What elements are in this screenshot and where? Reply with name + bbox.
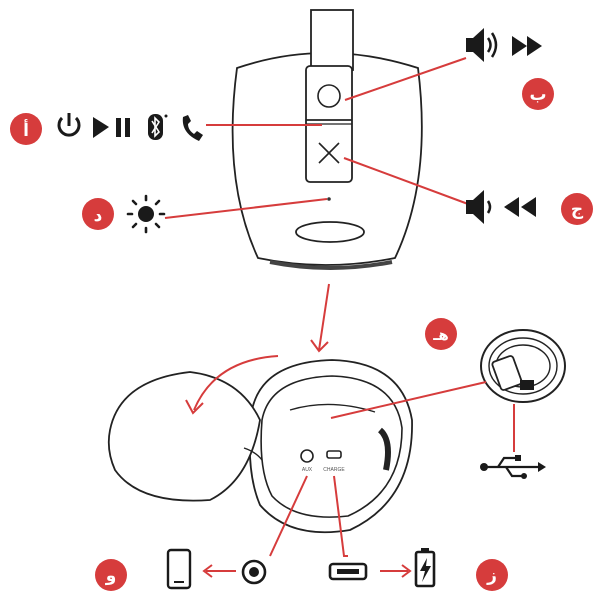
battery-charging-icon [414, 548, 436, 588]
circle-button[interactable] [317, 84, 341, 108]
speaker-open-base [248, 359, 413, 534]
speaker-bottom-slot [295, 221, 365, 243]
aux-jack-icon [241, 559, 267, 585]
light-sensor-dot [327, 197, 331, 201]
usb-icon [480, 455, 546, 479]
play-icon [93, 117, 109, 138]
callout-lines-bottom [202, 475, 412, 578]
bluetooth-icon [148, 114, 168, 140]
aux-port-label: AUX [302, 467, 313, 473]
badge-d: د [82, 198, 114, 230]
badge-w-label: و [105, 566, 117, 586]
badge-z: ز [476, 559, 508, 591]
phone-icon [182, 115, 203, 141]
pause-icon [116, 118, 130, 137]
badge-d-label: د [94, 206, 103, 226]
badge-b-label: ب [529, 85, 546, 105]
lid-open-arrow [185, 355, 279, 415]
sun-icon [126, 194, 166, 234]
speaker-quiet-icon [466, 190, 492, 224]
down-arrow [310, 283, 330, 353]
x-button[interactable] [318, 142, 340, 164]
power-icon [57, 113, 81, 137]
fast-forward-icon [512, 36, 542, 56]
charge-port-label: CHARGE [323, 467, 345, 473]
badge-w: و [95, 559, 127, 591]
badge-a: أ [10, 113, 42, 145]
badge-j: ج [561, 193, 593, 225]
rewind-icon [504, 197, 536, 217]
badge-z-label: ز [486, 566, 497, 586]
badge-b: ب [522, 78, 554, 110]
speaker-lid [107, 371, 263, 502]
badge-j-label: ج [571, 200, 584, 220]
badge-h-label: هـ [432, 326, 449, 344]
badge-a-label: أ [23, 119, 29, 141]
badge-h: هـ [425, 318, 457, 350]
charge-port[interactable] [326, 450, 342, 459]
phone-device-icon [166, 548, 192, 590]
micro-usb-icon [328, 562, 368, 581]
aux-port[interactable] [300, 449, 314, 463]
speaker-loud-icon [466, 28, 498, 62]
callout-lines-top [164, 57, 469, 219]
speaker-strap [310, 9, 354, 71]
base-to-cable-line [330, 381, 487, 419]
cable-icon [480, 329, 566, 403]
